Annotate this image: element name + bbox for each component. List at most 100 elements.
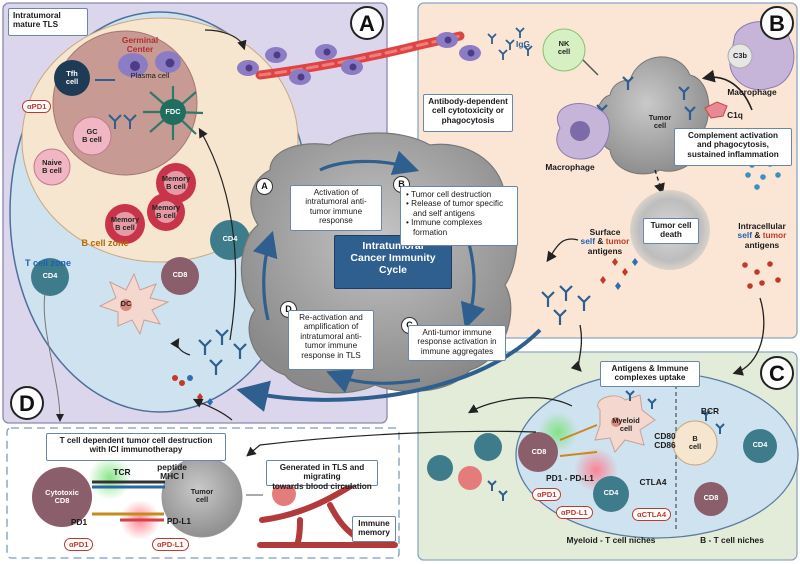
gc-b-label: GC B cell	[82, 127, 102, 145]
migrating-plasma-cells	[237, 32, 481, 85]
surface-antigen-red	[600, 258, 628, 284]
b-cell-c	[672, 420, 718, 466]
myeloid-label: Myeloid cell	[612, 416, 640, 434]
panel-a-title: Intratumoral mature TLS	[8, 8, 88, 36]
step-b-item-1: Tumor cell destruction	[405, 190, 513, 199]
uptake-box: Antigens & Immune complexes uptake	[600, 361, 700, 387]
vessel-d	[257, 477, 398, 548]
tfh-cell	[54, 60, 90, 96]
cd80-label: CD80 CD86	[654, 431, 676, 451]
surface-tumor: tumor	[605, 236, 630, 247]
apd1-drug-c: αPD1	[532, 488, 562, 501]
plasma-label: Plasma cell	[130, 71, 170, 80]
tumor-label-b: Tumor cell	[648, 113, 672, 131]
bcr-label: BCR	[700, 406, 720, 416]
step-a-box: Activation of intratumoral anti- tumor i…	[290, 185, 382, 231]
adcc-box: Antibody-dependent cell cytotoxicity or …	[423, 94, 513, 132]
antibody-cluster-a	[198, 329, 247, 375]
arrow-to-d	[236, 328, 542, 412]
memory-box: Immune memory	[352, 516, 396, 542]
c3b-label: C3b	[733, 51, 747, 60]
peptide-label: peptide MHC I	[157, 462, 187, 482]
myeloid-niche-label: Myeloid - T cell niches	[566, 535, 656, 545]
cd4-a1	[210, 220, 250, 260]
generated-box: Generated in TLS and migrating towards b…	[266, 460, 378, 491]
panel-letter-c: C	[760, 356, 794, 390]
step-b-item-2: Release of tumor specific and self antig…	[405, 199, 513, 218]
cycle-arrows	[252, 150, 486, 393]
step-a-letter: A	[256, 178, 273, 195]
actla4-drug-c: αCTLA4	[632, 508, 672, 521]
antigens-a-bottom	[172, 375, 213, 406]
c1q	[704, 101, 728, 119]
dc-label: DC	[120, 299, 132, 308]
surface-line1: Surface	[589, 227, 621, 237]
germinal-center-label: Germinal Center	[121, 35, 159, 55]
pd1-pdl1-label: PD1 - PD-L1	[546, 473, 594, 483]
immune-complexes-b	[541, 285, 591, 325]
apd1-drug-d: αPD1	[64, 538, 94, 551]
complement-box: Complement activation and phagocytosis, …	[674, 128, 792, 166]
t-cell-zone-label: T cell zone	[24, 258, 71, 268]
intra-line1: Intracellular	[738, 221, 786, 231]
naive-b-cell	[33, 148, 71, 186]
cd4-label-c: CD4	[603, 488, 619, 497]
surface-antigens-label: Surface self & tumor antigens	[575, 227, 635, 256]
cd4-label-c-b: CD4	[752, 440, 768, 449]
b-cell-zone-label: B cell zone	[81, 238, 129, 248]
naive-b-label: Naive B cell	[42, 158, 62, 176]
apd1-drug-a: αPD1	[22, 100, 52, 113]
nk-label: NK cell	[557, 39, 571, 57]
cytotoxic-cd8	[32, 467, 92, 527]
intra-tumor: tumor	[762, 230, 787, 241]
macrophage-top-label: Macrophage	[727, 87, 777, 97]
ctla4-label: CTLA4	[639, 477, 667, 487]
cd8-c-b	[694, 482, 728, 516]
surface-amp: &	[597, 236, 604, 247]
pd1-label-d: PD1	[70, 517, 88, 527]
intra-self: self	[737, 230, 752, 241]
memory-b-label-3: Memory B cell	[151, 203, 181, 221]
cd4-a2	[31, 258, 69, 296]
cd8-label-a: CD8	[172, 270, 188, 279]
cd8-label-c: CD8	[531, 447, 547, 456]
apdl1-drug-d: αPD-L1	[152, 538, 189, 551]
b-niche-label: B - T cell niches	[700, 535, 764, 545]
memory-cell-d	[272, 482, 296, 506]
cd4-c	[593, 476, 629, 512]
intra-amp: &	[754, 230, 761, 241]
memory-b-label-1: Memory B cell	[161, 174, 191, 192]
igg-antibodies	[487, 27, 533, 60]
intra-line3: antigens	[744, 239, 780, 250]
apdl1-drug-c: αPD-L1	[556, 506, 593, 519]
gc-b-cell	[72, 116, 112, 156]
memory-b-label-2: Memory B cell	[110, 215, 140, 233]
macrophage-bottom-label: Macrophage	[545, 162, 595, 172]
step-d-box: Re-activation and amplification of intra…	[288, 310, 374, 370]
myeloid-cell	[594, 394, 656, 453]
cd8-c	[518, 432, 558, 472]
step-c-box: Anti-tumor immune response activation in…	[408, 325, 506, 361]
surface-line3: antigens	[587, 245, 623, 256]
panel-d-title: T cell dependent tumor cell destruction …	[46, 433, 226, 461]
cd8-a	[161, 257, 199, 295]
dc-cell	[98, 272, 170, 336]
cd4-label-a2: CD4	[42, 271, 58, 280]
pdl1-label-d: PD-L1	[166, 516, 192, 526]
antigen-dots-red	[742, 261, 781, 289]
intracellular-antigens-label: Intracellular self & tumor antigens	[728, 221, 796, 250]
tumor-label-d: Tumor cell	[190, 487, 214, 505]
surface-self: self	[580, 236, 595, 247]
panel-letter-b: B	[760, 6, 794, 40]
c1q-label: C1q	[727, 110, 743, 120]
panel-letter-a: A	[350, 6, 384, 40]
tumor-death-label: Tumor cell death	[643, 218, 699, 244]
nk-cell	[542, 28, 586, 72]
panel-letter-d: D	[10, 386, 44, 420]
cd4-c-b	[743, 429, 777, 463]
step-b-item-3: Immune complexes formation	[405, 218, 513, 237]
fdc-label: FDC	[165, 107, 181, 116]
igg-label: IgG	[516, 39, 530, 49]
tcr-label: TCR	[113, 467, 131, 477]
